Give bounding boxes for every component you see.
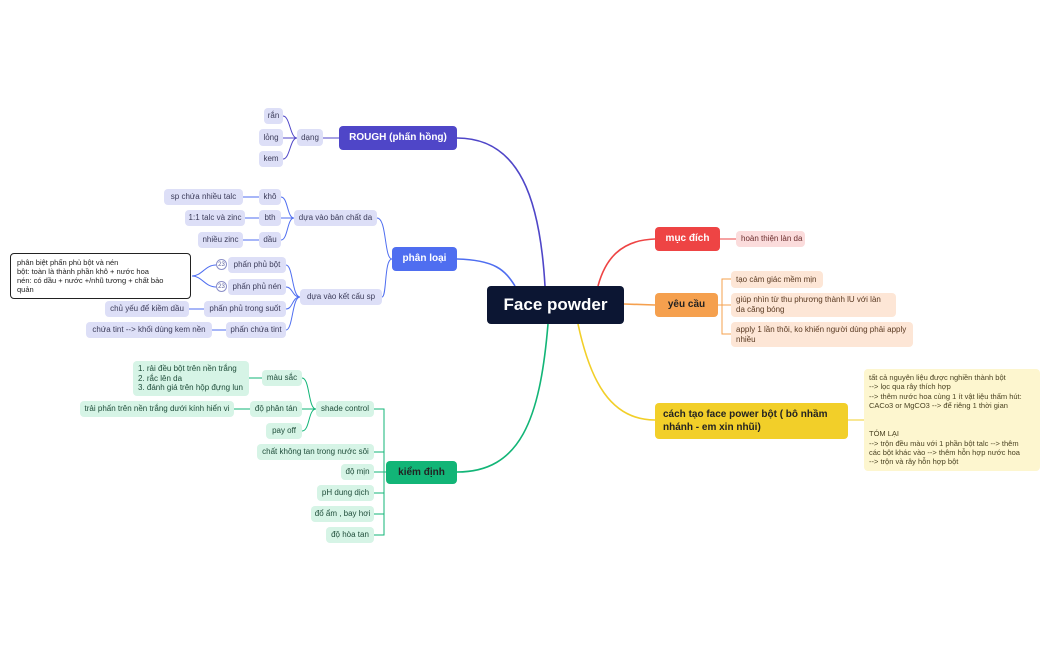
phu-nen-comment-badge[interactable]: 23 (216, 281, 227, 292)
phanloai-ket-cau-node[interactable]: dựa vào kết cấu sp (300, 289, 382, 305)
cachtao-detail-node[interactable]: tất cả nguyên liệu được nghiền thành bột… (864, 369, 1040, 471)
kiemdinh-mau-sac-detail[interactable]: 1. rải đều bột trên nền trắng 2. rắc lên… (133, 361, 249, 396)
phanloai-phu-nen-node[interactable]: phấn phủ nén (228, 279, 286, 295)
yeucau-item-1[interactable]: tạo cảm giác mềm mịn (731, 271, 823, 288)
phanloai-kiem-dau-node[interactable]: chủ yếu để kiềm dầu (105, 301, 189, 317)
branch-muc-dich[interactable]: mục đích (655, 227, 720, 251)
rough-dang-node[interactable]: dạng (297, 129, 323, 146)
branch-cach-tao[interactable]: cách tạo face power bột ( bô nhầm nhánh … (655, 403, 848, 439)
connector-yeucau (623, 303, 656, 306)
rough-kem-node[interactable]: kem (259, 151, 283, 167)
rough-ran-node[interactable]: rắn (264, 108, 283, 124)
connector-kiemdinh (456, 323, 549, 473)
connector-mucdich (597, 238, 656, 287)
phanloai-talc-node[interactable]: sp chứa nhiều talc (164, 189, 243, 205)
branch-kiem-dinh[interactable]: kiểm định (386, 461, 457, 484)
phanloai-zinc-node[interactable]: nhiều zinc (198, 232, 243, 248)
connector-rough (456, 137, 546, 287)
yeucau-item-2[interactable]: giúp nhìn từ thu phương thành lU với làn… (731, 293, 896, 317)
kiemdinh-phan-tan-detail[interactable]: trải phấn trên nền trắng dưới kính hiển … (80, 401, 234, 417)
kiemdinh-do-am-node[interactable]: đổ ẩm , bay hơi (311, 506, 374, 522)
phanloai-chua-tint-node[interactable]: phấn chứa tint (226, 322, 286, 338)
phanloai-ban-chat-node[interactable]: dựa vào bản chất da (294, 210, 377, 226)
phanloai-phu-bot-node[interactable]: phấn phủ bột (228, 257, 286, 273)
kiemdinh-phan-tan-node[interactable]: độ phân tán (250, 401, 302, 417)
phu-bot-comment-badge[interactable]: 23 (216, 259, 227, 270)
phanloai-tint-note-node[interactable]: chứa tint --> khối dùng kem nền (86, 322, 212, 338)
branch-yeu-cau[interactable]: yêu cầu (655, 293, 718, 317)
branch-rough[interactable]: ROUGH (phấn hồng) (339, 126, 457, 150)
mucdich-detail-node[interactable]: hoàn thiện làn da (736, 231, 805, 247)
phanloai-trong-suot-node[interactable]: phấn phủ trong suốt (204, 301, 286, 317)
kiemdinh-pay-off-node[interactable]: pay off (266, 423, 302, 439)
phanloai-bth-node[interactable]: bth (259, 210, 281, 226)
kiemdinh-shade-control-node[interactable]: shade control (316, 401, 374, 417)
phanloai-dau-node[interactable]: dầu (259, 232, 281, 248)
kiemdinh-hoa-tan-node[interactable]: độ hòa tan (326, 527, 374, 543)
kiemdinh-ph-node[interactable]: pH dung dịch (317, 485, 374, 501)
phanloai-talc-zinc-node[interactable]: 1:1 talc và zinc (185, 210, 245, 226)
branch-phan-loai[interactable]: phân loại (392, 247, 457, 271)
phu-bot-nen-note[interactable]: phân biệt phấn phủ bột và nén bột: toàn … (10, 253, 191, 299)
rough-long-node[interactable]: lỏng (259, 129, 283, 146)
kiemdinh-khong-tan-node[interactable]: chất không tan trong nước sôi (257, 444, 374, 460)
kiemdinh-do-min-node[interactable]: độ mịn (341, 464, 374, 480)
phanloai-kho-node[interactable]: khô (259, 189, 281, 205)
root-node-face-powder[interactable]: Face powder (487, 286, 624, 324)
kiemdinh-mau-sac-node[interactable]: màu sắc (262, 370, 302, 386)
yeucau-item-3[interactable]: apply 1 lần thôi, ko khiến người dùng ph… (731, 322, 913, 347)
connector-phanloai (456, 258, 516, 287)
connector-cachtao (577, 323, 656, 421)
